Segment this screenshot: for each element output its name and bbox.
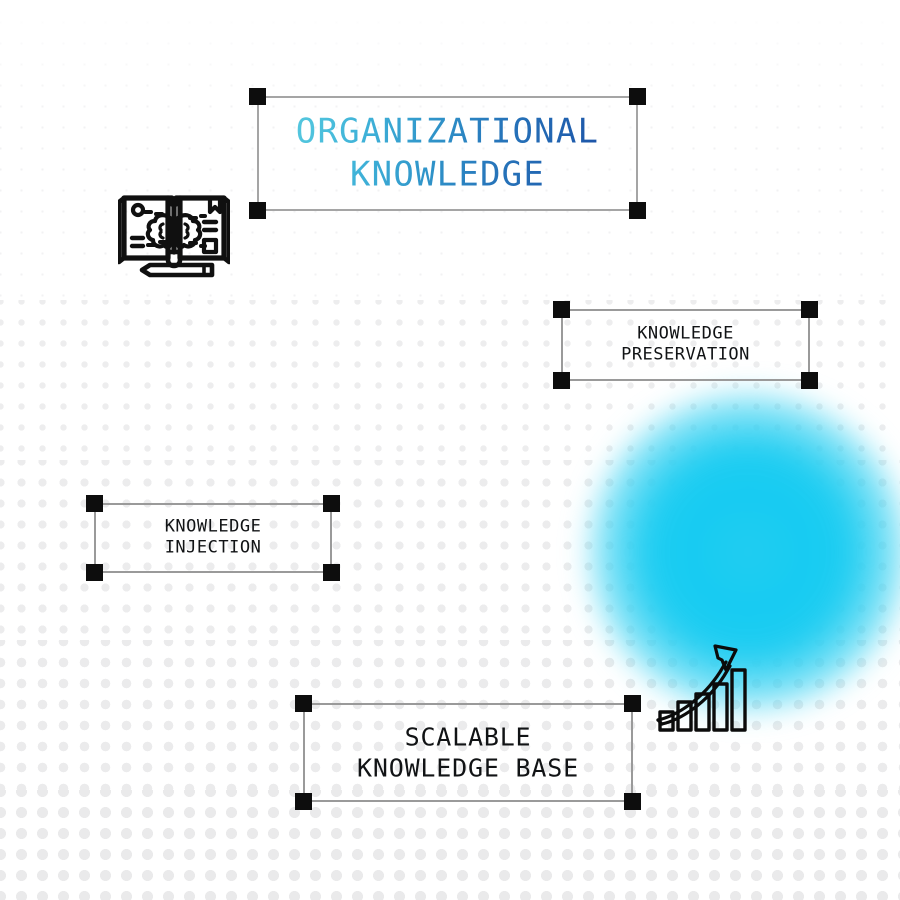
selection-handle-top-right[interactable] [323,495,340,512]
node-label: SCALABLE KNOWLEDGE BASE [357,722,579,783]
title-bracket-box[interactable]: ORGANIZATIONAL KNOWLEDGE [249,88,646,219]
box-edge-right [330,503,332,573]
selection-handle-bottom-right[interactable] [801,372,818,389]
box-edge-top [561,309,810,311]
box-edge-right [631,703,633,802]
selection-handle-top-right[interactable] [624,695,641,712]
box-edge-right [808,309,810,381]
box-edge-right [636,96,638,211]
selection-handle-bottom-left[interactable] [295,793,312,810]
box-edge-left [303,703,305,802]
selection-handle-top-left[interactable] [249,88,266,105]
box-edge-bottom [303,800,633,802]
node-scalable-knowledge-base[interactable]: SCALABLE KNOWLEDGE BASE [295,695,641,810]
page-title: ORGANIZATIONAL KNOWLEDGE [257,110,638,197]
box-edge-bottom [257,209,638,211]
selection-handle-top-left[interactable] [295,695,312,712]
box-edge-bottom [94,571,332,573]
selection-handle-bottom-right[interactable] [629,202,646,219]
box-edge-left [561,309,563,381]
selection-handle-bottom-left[interactable] [553,372,570,389]
selection-handle-top-left[interactable] [86,495,103,512]
dot-grid-band-5 [0,790,900,900]
box-edge-left [257,96,259,211]
box-edge-left [94,503,96,573]
selection-handle-top-right[interactable] [629,88,646,105]
selection-handle-bottom-right[interactable] [323,564,340,581]
selection-handle-bottom-left[interactable] [86,564,103,581]
selection-handle-top-right[interactable] [801,301,818,318]
node-label: KNOWLEDGE PRESERVATION [621,323,750,365]
box-edge-bottom [561,379,810,381]
selection-handle-bottom-left[interactable] [249,202,266,219]
selection-handle-bottom-right[interactable] [624,793,641,810]
box-edge-top [257,96,638,98]
selection-handle-top-left[interactable] [553,301,570,318]
node-knowledge-injection[interactable]: KNOWLEDGE INJECTION [86,495,340,581]
box-edge-top [303,703,633,705]
node-label: KNOWLEDGE INJECTION [164,516,262,558]
box-edge-top [94,503,332,505]
growth-bar-chart-arrow-icon [656,640,756,732]
open-book-with-brain-and-pencil-icon [116,188,232,280]
node-knowledge-preservation[interactable]: KNOWLEDGE PRESERVATION [553,301,818,389]
